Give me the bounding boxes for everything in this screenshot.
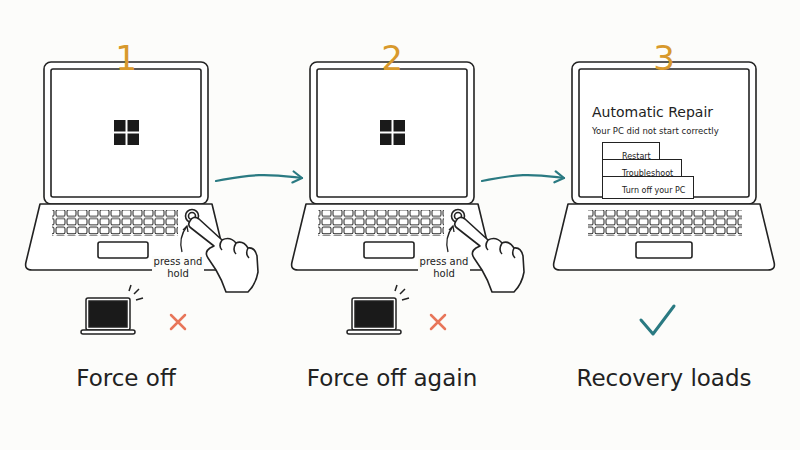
screen-title: Automatic Repair <box>592 104 713 120</box>
instruction-label: press and hold <box>152 256 204 280</box>
fail-cross <box>171 315 185 329</box>
step-panel: 2Force off again <box>310 40 474 400</box>
laptop-lid <box>310 62 474 204</box>
laptop <box>554 62 775 270</box>
step-number: 1 <box>44 40 208 76</box>
keyboard <box>588 210 742 236</box>
step-panel: 1Force off <box>44 40 208 400</box>
off-laptop-icon <box>347 285 409 334</box>
hand <box>189 217 258 292</box>
step-caption: Force off <box>76 364 175 392</box>
hand-knuckles <box>220 240 249 258</box>
laptop-lid <box>44 62 208 204</box>
windows-logo <box>380 120 405 145</box>
leader-line <box>181 226 187 252</box>
screen-message: Your PC did not start correctly <box>592 126 719 137</box>
leader-arrowhead <box>449 226 454 232</box>
laptop-screen <box>317 69 467 197</box>
step-caption: Force off again <box>307 364 478 392</box>
menu-button: Turn off your PC <box>602 176 694 199</box>
fail-cross <box>431 315 445 329</box>
laptop <box>26 62 258 292</box>
step-number: 2 <box>310 40 474 76</box>
leader-line <box>447 226 453 252</box>
keyboard <box>52 210 178 236</box>
laptop-base <box>554 204 775 270</box>
flow-arrow <box>482 175 564 181</box>
hand <box>455 217 524 292</box>
button-label: Turn off your PC <box>622 185 685 196</box>
step-number: 3 <box>572 40 756 76</box>
hand-knuckles <box>486 240 515 258</box>
step-caption: Recovery loads <box>576 364 751 392</box>
instruction-label: press and hold <box>418 256 470 280</box>
laptop-lid <box>572 62 756 204</box>
touchpad <box>364 242 414 258</box>
laptop-screen <box>51 69 201 197</box>
step-panel: RestartTroubleshootTurn off your PC3Auto… <box>572 40 756 400</box>
keyboard <box>318 210 444 236</box>
touchpad <box>636 242 692 258</box>
off-laptop-icon <box>81 285 143 334</box>
success-check <box>641 306 674 334</box>
touchpad <box>98 242 148 258</box>
windows-logo <box>114 120 139 145</box>
leader-arrowhead <box>183 226 188 232</box>
laptop <box>292 62 524 292</box>
flow-arrow <box>216 175 302 181</box>
